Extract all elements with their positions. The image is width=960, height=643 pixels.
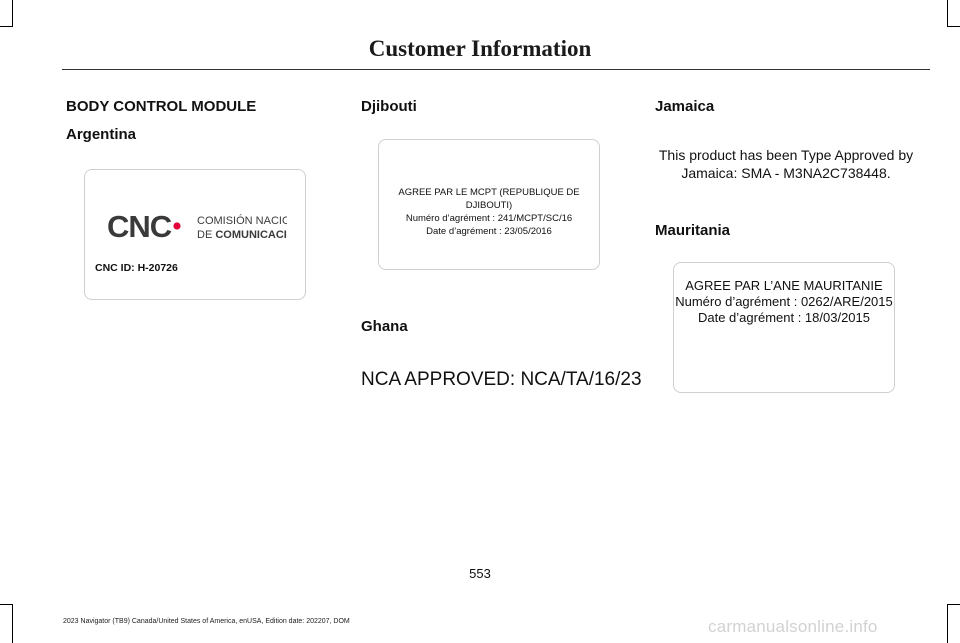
djibouti-line: Numéro d’agrément : 241/MCPT/SC/16 bbox=[405, 213, 573, 224]
cnc-logo-line2: DE COMUNICACIONES bbox=[197, 229, 287, 241]
argentina-heading: Argentina bbox=[66, 126, 137, 143]
djibouti-line: AGREE PAR LE MCPT (REPUBLIQUE DE DJIBOUT… bbox=[398, 187, 580, 211]
argentina-approval-label: CNC COMISIÓN NACIONAL DE COMUNICACIONES … bbox=[84, 169, 306, 300]
crop-mark bbox=[947, 26, 960, 27]
crop-mark bbox=[0, 604, 13, 605]
mauritania-line: Date d’agrément : 18/03/2015 bbox=[697, 310, 870, 325]
watermark: carmanualsonline.info bbox=[708, 617, 878, 636]
crop-mark bbox=[947, 604, 960, 605]
djibouti-line: Date d’agrément : 23/05/2016 bbox=[426, 226, 552, 237]
ghana-heading: Ghana bbox=[361, 318, 408, 335]
page-title: Customer Information bbox=[368, 36, 592, 61]
djibouti-approval-label: AGREE PAR LE MCPT (REPUBLIQUE DE DJIBOUT… bbox=[378, 139, 600, 270]
crop-mark bbox=[0, 26, 13, 27]
cnc-id: CNC ID: H-20726 bbox=[95, 262, 178, 274]
jamaica-heading: Jamaica bbox=[655, 98, 715, 115]
footer-edition-text: 2023 Navigator (TB9) Canada/United State… bbox=[63, 618, 350, 625]
title-divider bbox=[62, 69, 930, 70]
cnc-logo: CNC COMISIÓN NACIONAL DE COMUNICACIONES bbox=[107, 210, 287, 242]
mauritania-approval-label: AGREE PAR L’ANE MAURITANIE Numéro d’agré… bbox=[673, 262, 895, 393]
page-number: 553 bbox=[469, 566, 491, 581]
crop-mark bbox=[12, 604, 13, 643]
djibouti-heading: Djibouti bbox=[361, 98, 417, 115]
cnc-logo-line2-bold: COMUNICACIONES bbox=[215, 229, 287, 241]
cnc-logo-accent-dot bbox=[173, 222, 181, 230]
cnc-logo-line1: COMISIÓN NACIONAL bbox=[197, 214, 287, 227]
crop-mark bbox=[947, 0, 948, 27]
mauritania-heading: Mauritania bbox=[655, 222, 731, 239]
ghana-approval-text: NCA APPROVED: NCA/TA/16/23 bbox=[361, 369, 642, 390]
cnc-logo-line2-prefix: DE bbox=[197, 229, 212, 241]
mauritania-line: Numéro d’agrément : 0262/ARE/2015 bbox=[675, 294, 893, 309]
cnc-logo-letters: CNC bbox=[107, 210, 172, 242]
crop-mark bbox=[12, 0, 13, 27]
crop-mark bbox=[947, 604, 948, 643]
mauritania-line: AGREE PAR L’ANE MAURITANIE bbox=[685, 278, 883, 293]
jamaica-approval-text: This product has been Type Approved by J… bbox=[658, 147, 914, 181]
body-control-module-heading: BODY CONTROL MODULE bbox=[66, 98, 257, 115]
